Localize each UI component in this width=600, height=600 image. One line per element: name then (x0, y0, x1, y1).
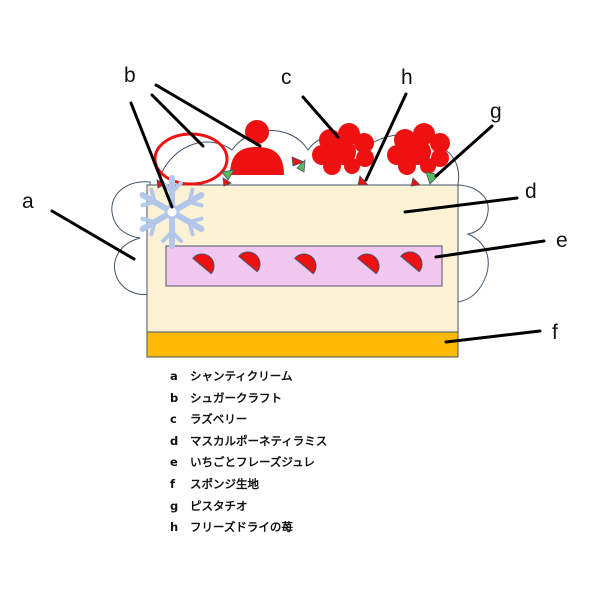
legend-key: d (170, 433, 179, 448)
strawberry-slice (400, 251, 423, 273)
legend-text: フリーズドライの苺 (190, 520, 293, 535)
sponge-layer (146, 331, 459, 358)
freeze-dried-piece (222, 177, 232, 187)
raspberries (312, 123, 450, 175)
legend-key: e (170, 455, 178, 470)
raspberry (387, 123, 450, 175)
legend-text: シャンティクリーム (190, 369, 293, 383)
legend-text: ラズベリー (190, 412, 248, 427)
leader-line-a (50, 209, 136, 261)
legend-item-e: e いちごとフレーズジュレ (170, 452, 490, 474)
legend-text: ピスタチオ (190, 498, 248, 513)
callout-f: f (552, 321, 558, 344)
pistachio-piece (221, 169, 235, 181)
legend-key: h (170, 520, 179, 535)
freeze-dried-piece (410, 177, 421, 187)
leader-line-g (434, 124, 494, 178)
legend-key: b (170, 390, 179, 405)
snowflake-icon (139, 175, 205, 249)
leader-line-c (301, 95, 340, 139)
freeze-dried-strawberry (156, 156, 421, 189)
legend-item-a: a シャンティクリーム (170, 366, 490, 388)
callout-g: g (490, 100, 502, 123)
leader-line-d (403, 196, 519, 214)
strawberry-slice (357, 253, 380, 275)
leader-line-f (444, 329, 542, 344)
freeze-dried-piece (357, 175, 369, 186)
legend-key: a (170, 369, 178, 383)
callout-c: c (281, 66, 292, 89)
legend-item-d: d マスカルポーネティラミス (170, 431, 490, 453)
callout-labels: a b c d e f g h (22, 64, 568, 344)
legend-item-c: c ラズベリー (170, 409, 490, 431)
leader-line-h (364, 92, 408, 182)
raspberry (312, 123, 374, 175)
sugar-craft-figure (230, 120, 284, 175)
legend-key: f (170, 476, 176, 491)
freeze-dried-piece (291, 156, 306, 167)
legend-item-h: h フリーズドライの苺 (170, 517, 490, 539)
leader-line-b (150, 93, 205, 148)
legend-text: シュガークラフト (190, 390, 282, 405)
legend-key: g (170, 498, 179, 513)
leader-line-e (434, 239, 546, 259)
leader-line-b (129, 101, 174, 209)
callout-h: h (401, 66, 413, 89)
legend-text: スポンジ生地 (190, 476, 259, 491)
callout-d: d (525, 180, 537, 203)
strawberry-slice (238, 251, 261, 273)
legend-text: マスカルポーネティラミス (190, 433, 328, 448)
legend-item-g: g ピスタチオ (170, 496, 490, 518)
callout-a: a (22, 190, 34, 213)
callout-e: e (556, 229, 568, 252)
pistachio-piece (296, 158, 306, 173)
legend-item-b: b シュガークラフト (170, 388, 490, 410)
strawberry-slice (294, 253, 317, 275)
strawberry-slices (192, 251, 423, 275)
callout-b: b (124, 64, 136, 87)
legend: a シャンティクリーム b シュガークラフト c ラズベリー d マスカルポーネティラミ… (170, 366, 490, 539)
strawberry-slice (192, 253, 215, 275)
leader-line-b (154, 83, 262, 148)
legend-item-f: f スポンジ生地 (170, 474, 490, 496)
leader-lines (50, 83, 546, 344)
legend-text: いちごとフレーズジュレ (190, 455, 315, 470)
legend-key: c (170, 412, 177, 427)
